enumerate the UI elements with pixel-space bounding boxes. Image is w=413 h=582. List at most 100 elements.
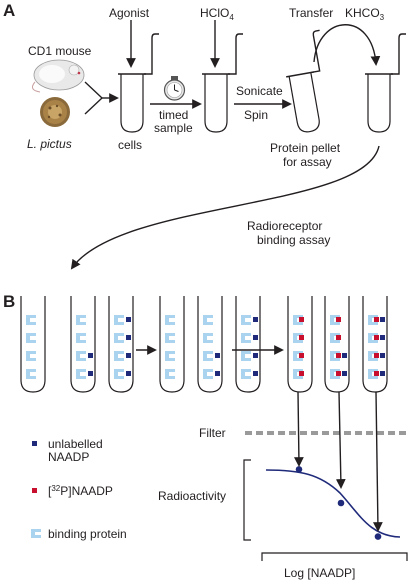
unlabelled-naadp-dot (126, 371, 131, 376)
radiolabelled-naadp-dot (374, 353, 379, 358)
curve-point-1 (295, 466, 303, 473)
assay-label-1: Radioreceptor (247, 219, 322, 233)
binding-protein (26, 333, 36, 343)
urchin-label: L. pictus (27, 137, 72, 151)
radiolabelled-naadp-dot (374, 335, 379, 340)
radiolabelled-naadp-dot (336, 317, 341, 322)
legend-binding-icon (31, 529, 41, 538)
tube-acid (202, 33, 243, 133)
tube-cells (118, 33, 159, 133)
chart-points (295, 466, 382, 540)
assay-tube-5 (197, 296, 223, 393)
radiolabelled-naadp-dot (336, 371, 341, 376)
binding-protein (203, 315, 213, 325)
filter-label: Filter (199, 426, 226, 440)
binding-protein (241, 315, 251, 325)
point-arrow-3 (372, 391, 383, 532)
binding-protein (26, 369, 36, 379)
binding-protein (165, 333, 175, 343)
point-arrow-2 (335, 391, 346, 489)
legend-radiolabel: [32P]NAADP (48, 484, 113, 498)
assay-tubes (20, 296, 388, 393)
unlabelled-naadp-dot (380, 353, 385, 358)
unlabelled-naadp-dot (253, 371, 258, 376)
binding-protein (114, 369, 124, 379)
radiolabelled-naadp-dot (374, 317, 379, 322)
tube-neutralized (365, 33, 406, 133)
binding-protein (76, 351, 86, 361)
unlabelled-naadp-dot (215, 371, 220, 376)
unlabelled-naadp-dot (253, 353, 258, 358)
transfer-arrow (313, 24, 381, 66)
binding-protein (165, 315, 175, 325)
assay-tube-2 (70, 296, 96, 393)
binding-protein (76, 315, 86, 325)
legend-unlabelled-1: unlabelled (48, 437, 103, 451)
assay-tube-9 (362, 296, 388, 393)
binding-protein (165, 369, 175, 379)
binding-protein (114, 333, 124, 343)
assay-tube-8 (324, 296, 350, 393)
acid-label: HClO4 (200, 6, 234, 22)
transfer-label: Transfer (289, 6, 333, 20)
unlabelled-naadp-dot (342, 353, 347, 358)
legend-red-dot (32, 488, 37, 493)
assay-tube-1 (20, 296, 46, 393)
radiolabelled-naadp-dot (299, 335, 304, 340)
binding-protein (114, 351, 124, 361)
unlabelled-naadp-dot (126, 353, 131, 358)
panel-b-letter: B (3, 292, 15, 311)
radiolabelled-naadp-dot (299, 371, 304, 376)
legend-unlabelled-2: NAADP (48, 450, 89, 464)
sonicate-label: Sonicate (236, 84, 283, 98)
pellet-label-2: for assay (283, 155, 332, 169)
curve-point-3 (374, 533, 382, 540)
y-axis-bracket (243, 459, 251, 541)
binding-protein (241, 369, 251, 379)
cells-label: cells (118, 138, 142, 152)
x-axis-bracket (261, 552, 408, 561)
radiolabelled-naadp-dot (299, 353, 304, 358)
pellet-label-1: Protein pellet (270, 141, 341, 155)
unlabelled-naadp-dot (380, 335, 385, 340)
tube-pellet (286, 29, 321, 133)
mouse-image (31, 59, 85, 93)
binding-protein (26, 315, 36, 325)
binding-protein (241, 351, 251, 361)
binding-protein (203, 333, 213, 343)
unlabelled-naadp-dot (380, 371, 385, 376)
unlabelled-naadp-dot (88, 353, 93, 358)
spin-label: Spin (244, 108, 268, 122)
unlabelled-naadp-dot (126, 317, 131, 322)
unlabelled-naadp-dot (215, 353, 220, 358)
binding-protein (114, 315, 124, 325)
sea-urchin-image (40, 97, 70, 127)
curve-point-2 (337, 499, 345, 507)
radiolabelled-naadp-dot (336, 335, 341, 340)
binding-protein (203, 351, 213, 361)
radiolabelled-naadp-dot (336, 353, 341, 358)
assay-tube-7 (287, 296, 313, 393)
unlabelled-naadp-dot (253, 317, 258, 322)
base-label: KHCO3 (345, 6, 385, 22)
unlabelled-naadp-dot (380, 317, 385, 322)
unlabelled-naadp-dot (88, 371, 93, 376)
y-axis-label: Radioactivity (158, 489, 226, 503)
panel-a-letter: A (3, 1, 15, 20)
radiolabelled-naadp-dot (299, 317, 304, 322)
binding-protein (165, 351, 175, 361)
assay-arrow (70, 145, 380, 270)
legend-binding: binding protein (48, 527, 127, 541)
binding-protein (203, 369, 213, 379)
binding-protein (26, 351, 36, 361)
unlabelled-naadp-dot (342, 371, 347, 376)
stopwatch-icon (163, 76, 186, 101)
unlabelled-naadp-dot (253, 335, 258, 340)
binding-protein (241, 333, 251, 343)
timed-label-2: sample (154, 121, 193, 135)
assay-tube-3 (108, 296, 134, 393)
timed-label-1: timed (159, 108, 188, 122)
x-axis-label: Log [NAADP] (284, 566, 355, 580)
unlabelled-naadp-dot (126, 335, 131, 340)
binding-curve (265, 469, 401, 538)
